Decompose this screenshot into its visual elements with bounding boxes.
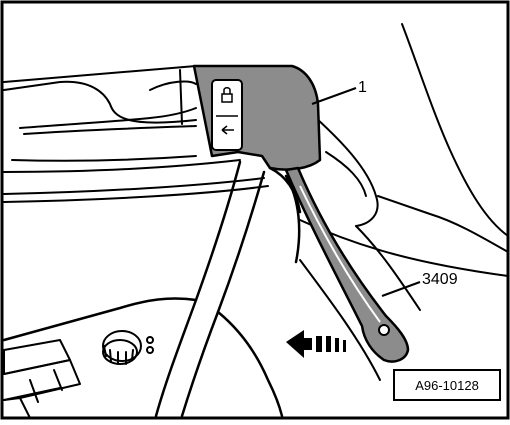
figure-id-box (393, 369, 501, 401)
pry-tool (284, 166, 410, 363)
tool-hole (378, 324, 390, 336)
callout-label-3409: 3409 (422, 271, 458, 288)
callout-leader-1 (311, 87, 357, 105)
mirror-adjust-knob (102, 330, 154, 365)
door-pull-trim (2, 160, 302, 418)
force-direction-arrow (286, 330, 346, 358)
figure-id: A96-10128 (415, 378, 479, 393)
callout-label-1: 1 (358, 79, 367, 96)
switch-trim-panel (192, 64, 322, 171)
switch-insert (211, 79, 243, 151)
lock-symbol-icon (221, 87, 233, 103)
unlock-symbol-icon (221, 125, 234, 135)
window-switch-block (3, 339, 81, 419)
door-panel-outline (3, 65, 269, 203)
callout-leader-3409 (381, 281, 421, 297)
